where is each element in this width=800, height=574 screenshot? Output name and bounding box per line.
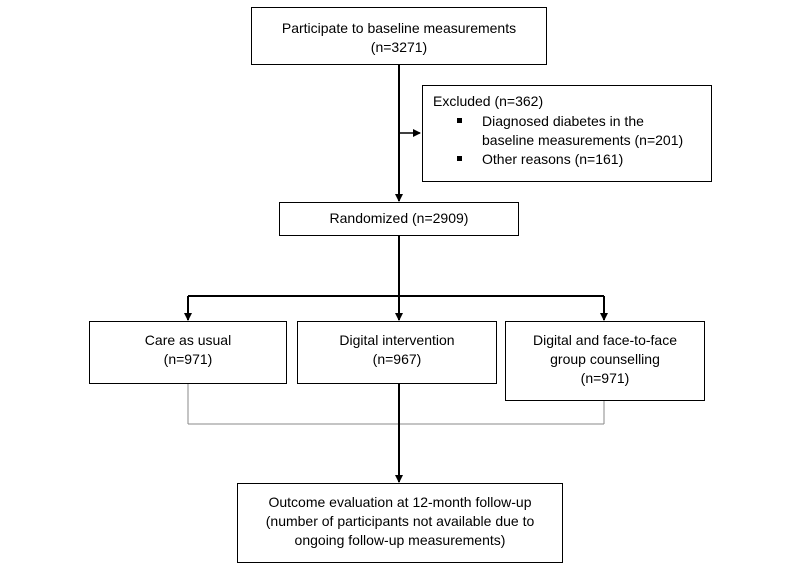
excluded-box: Excluded (n=362) Diagnosed diabetes in t…	[422, 85, 712, 182]
randomized-box: Randomized (n=2909)	[279, 202, 519, 236]
arm-title: Digital intervention	[339, 332, 455, 348]
randomized-label: Randomized (n=2909)	[329, 210, 469, 226]
arm-count: (n=971)	[580, 370, 630, 386]
excluded-reason-text: Diagnosed diabetes in the	[482, 113, 644, 129]
arm-title: Digital and face-to-face	[533, 332, 677, 348]
arm-digital-intervention-box: Digital intervention (n=967)	[297, 321, 497, 384]
excluded-title: Excluded (n=362)	[433, 93, 544, 109]
excluded-reason-item: Other reasons (n=161)	[433, 150, 683, 169]
excluded-reason-text: Other reasons (n=161)	[482, 151, 624, 167]
arm-digital-face-to-face-box: Digital and face-to-face group counselli…	[505, 321, 705, 401]
excluded-reasons-list: Diagnosed diabetes in the baseline measu…	[433, 112, 683, 169]
arm-title: Care as usual	[144, 332, 232, 348]
baseline-box: Participate to baseline measurements (n=…	[251, 7, 547, 65]
baseline-count: (n=3271)	[370, 39, 428, 55]
arm-count: (n=971)	[163, 351, 213, 367]
excluded-reason-text-cont: baseline measurements (n=201)	[482, 132, 684, 148]
arm-count: (n=967)	[372, 351, 422, 367]
outcome-note: (number of participants not available du…	[265, 513, 535, 529]
baseline-title: Participate to baseline measurements	[281, 20, 517, 36]
excluded-reason-item: Diagnosed diabetes in the baseline measu…	[433, 112, 683, 150]
outcome-box: Outcome evaluation at 12-month follow-up…	[237, 483, 563, 563]
arm-care-as-usual-box: Care as usual (n=971)	[89, 321, 287, 384]
outcome-note-cont: ongoing follow-up measurements)	[294, 532, 506, 548]
outcome-title: Outcome evaluation at 12-month follow-up	[268, 494, 532, 510]
arm-title-cont: group counselling	[550, 351, 660, 367]
